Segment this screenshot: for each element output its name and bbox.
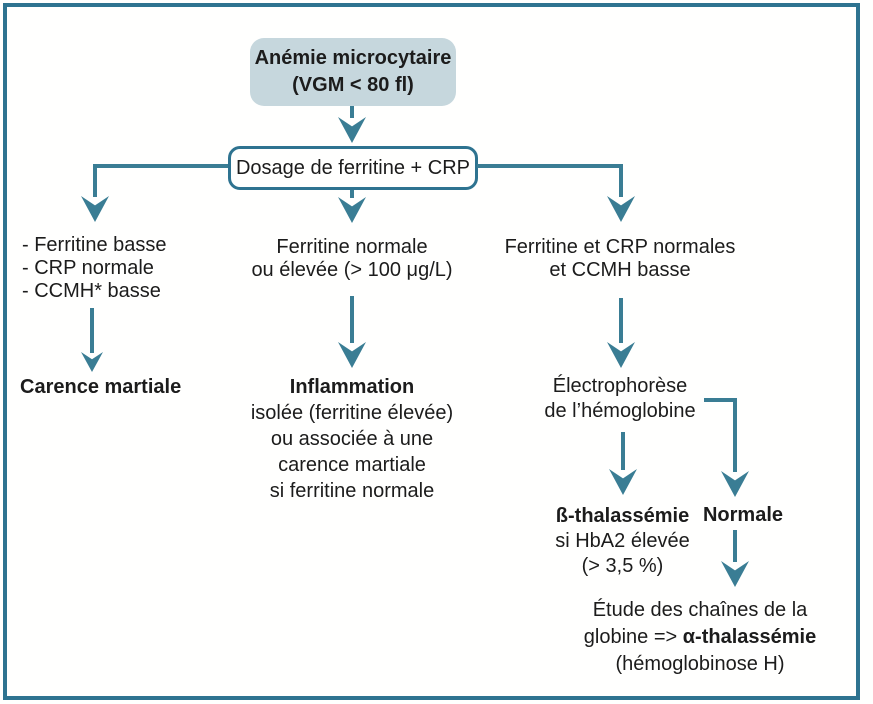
criteria-line: - Ferritine basse [22, 234, 167, 256]
alpha-line-3: (hémoglobinose H) [615, 653, 785, 675]
text-right-criteria: Ferritine et CRP normales et CCMH basse [498, 236, 742, 282]
flowchart-frame [3, 3, 860, 700]
arrow-shaft [619, 298, 623, 343]
arrow-shaft [93, 164, 97, 197]
arrow-right-to-step [607, 298, 635, 368]
text-right-step: Électrophorèse de l’hémoglobine [520, 374, 720, 424]
mid-result-line: si ferritine normale [269, 480, 435, 502]
arrow-mid-to-result [338, 296, 366, 368]
criteria-line: et CCMH basse [549, 259, 691, 281]
arrow-shaft [350, 296, 354, 343]
criteria-line: - CRP normale [22, 257, 154, 279]
arrow-branch-center [338, 190, 366, 223]
arrow-start-to-test [338, 106, 366, 143]
arrow-shaft [90, 308, 94, 353]
alpha-line-1: Étude des chaînes de la [592, 599, 808, 621]
start-line-2: (VGM < 80 fl) [292, 74, 414, 96]
text-mid-result: Inflammation isolée (ferritine élevée) o… [230, 374, 474, 504]
text-normale: Normale [702, 504, 784, 526]
connector-test-left [93, 164, 228, 168]
connector-step-right [704, 398, 737, 402]
text-beta-thalassemie: ß-thalassémie si HbA2 élevée (> 3,5 %) [545, 504, 700, 579]
connector-test-right [477, 164, 623, 168]
node-dosage-ferritine-crp: Dosage de ferritine + CRP [228, 146, 478, 190]
arrow-branch-right [607, 164, 635, 222]
beta-title: ß-thalassémie [555, 505, 690, 527]
arrow-left-to-result [81, 308, 103, 372]
step-line: Électrophorèse [552, 375, 688, 397]
alpha-line-2-bold: α-thalassémie [682, 626, 817, 648]
text-mid-criteria: Ferritine normale ou élevée (> 100 μg/L) [230, 236, 474, 282]
arrowhead-down-icon [609, 469, 637, 495]
arrow-shaft [621, 432, 625, 470]
criteria-line: - CCMH* basse [22, 280, 161, 302]
arrowhead-down-icon [607, 196, 635, 222]
mid-result-line: isolée (ferritine élevée) [250, 402, 454, 424]
node-anemie-microcytaire: Anémie microcytaire (VGM < 80 fl) [250, 38, 456, 106]
alpha-line-2: globine => α-thalassémie [542, 624, 858, 651]
start-line-1: Anémie microcytaire [254, 47, 452, 69]
arrowhead-down-icon [338, 342, 366, 368]
arrowhead-down-icon [607, 342, 635, 368]
test-label: Dosage de ferritine + CRP [235, 157, 470, 179]
arrow-shaft [733, 530, 737, 562]
text-alpha-thalassemie: Étude des chaînes de la globine => α-tha… [542, 597, 858, 678]
arrowhead-down-icon [721, 471, 749, 497]
mid-result-line: ou associée à une [270, 428, 434, 450]
arrow-shaft [619, 164, 623, 197]
arrow-shaft [350, 106, 354, 118]
arrowhead-down-icon [81, 196, 109, 222]
step-line: de l’hémoglobine [544, 400, 696, 422]
arrow-branch-left [81, 164, 109, 222]
arrow-shaft [733, 398, 737, 472]
criteria-line: ou élevée (> 100 μg/L) [251, 259, 453, 281]
arrow-shaft [350, 190, 354, 198]
text-left-result: Carence martiale [20, 376, 182, 398]
criteria-line: Ferritine et CRP normales [504, 236, 736, 258]
criteria-line: Ferritine normale [276, 236, 428, 258]
arrow-step-to-beta [609, 432, 637, 495]
mid-result-title: Inflammation [289, 376, 415, 398]
arrow-normal-to-alpha [721, 530, 749, 587]
mid-result-line: carence martiale [278, 454, 426, 476]
beta-line: si HbA2 élevée [555, 530, 690, 552]
arrowhead-down-icon [721, 561, 749, 587]
arrow-step-to-normal [721, 398, 749, 497]
arrowhead-down-icon [338, 117, 366, 143]
arrowhead-down-icon [338, 197, 366, 223]
arrowhead-down-icon [81, 352, 103, 372]
beta-line: (> 3,5 %) [581, 555, 664, 577]
alpha-line-2-prefix: globine => [583, 626, 683, 648]
text-left-criteria: - Ferritine basse - CRP normale - CCMH* … [22, 234, 167, 303]
